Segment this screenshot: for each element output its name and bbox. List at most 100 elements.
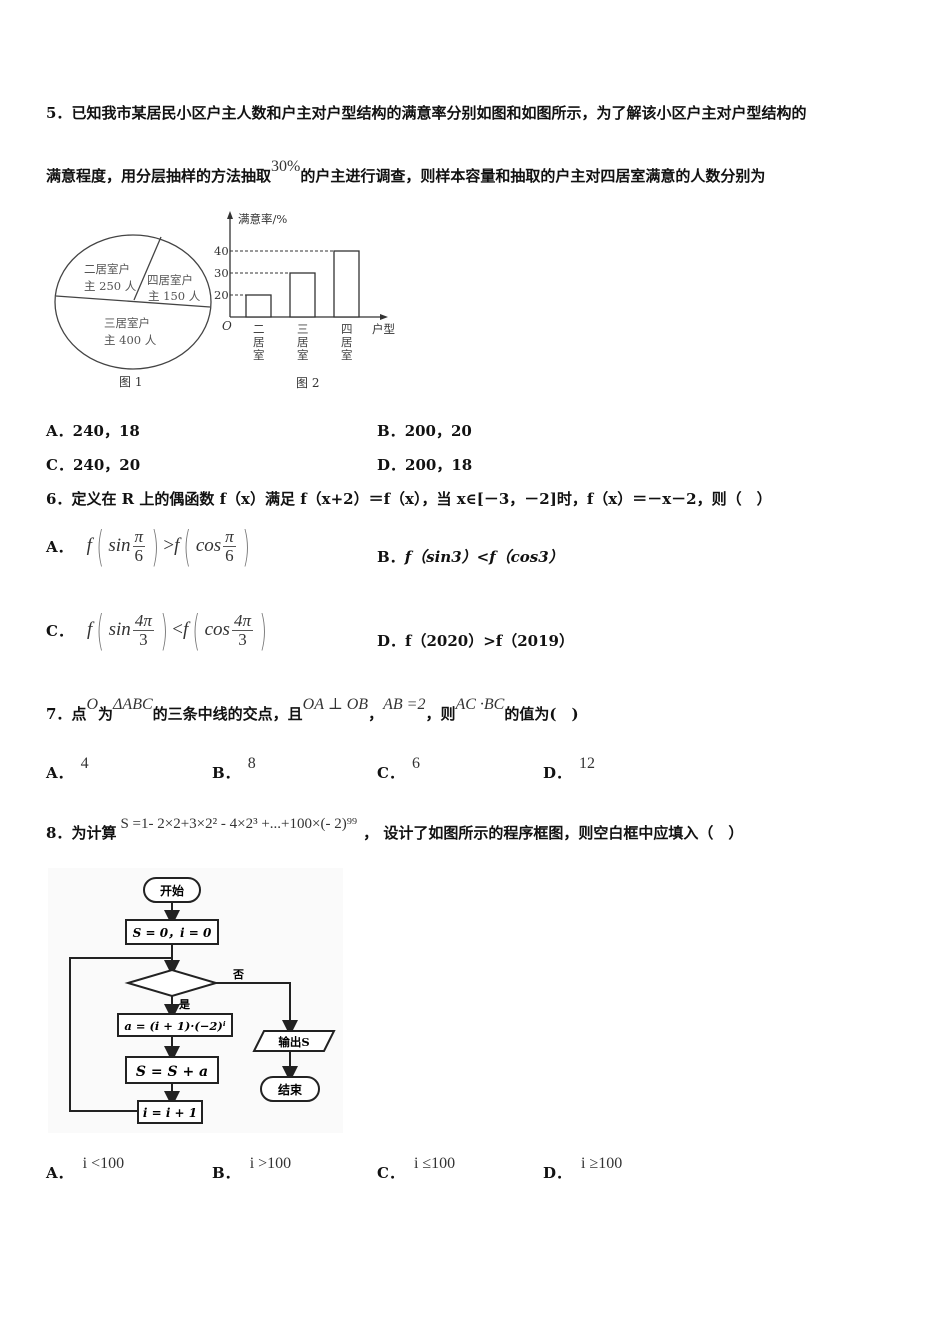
option-text: 200，20: [404, 422, 472, 440]
option-text: f（sin3）<f（cos3）: [404, 548, 564, 566]
q5-option-a[interactable]: A．240，18: [46, 420, 140, 441]
fig1-caption: 图 1: [119, 375, 142, 389]
bar-4room: [333, 250, 360, 318]
q7-option-d[interactable]: D．12: [543, 755, 595, 783]
option-text: 240，18: [72, 422, 140, 440]
pie-label-3room-l2: 主 400 人: [104, 333, 157, 347]
q5-stem-line2-pre: 满意程度，用分层抽样的方法抽取: [46, 167, 272, 185]
option-value: 8: [247, 755, 256, 772]
flow-yes-label: 是: [178, 998, 191, 1011]
q8-option-c[interactable]: C．i ≤100: [377, 1155, 455, 1183]
option-label: C．: [377, 764, 404, 782]
q8-formula: S =1- 2×2+3×2² - 4×2³ +...+100×(- 2)⁹⁹: [120, 816, 358, 832]
pie-label-2room-l2: 主 250 人: [84, 279, 137, 293]
y-axis-arrow-icon: [227, 211, 233, 219]
ytick-40: 40: [214, 244, 229, 258]
option-value: i ≤100: [413, 1155, 456, 1172]
option-text: f（2020）>f（2019）: [405, 632, 574, 650]
q6-option-b[interactable]: B．f（sin3）<f（cos3）: [377, 546, 564, 567]
flow-output: [252, 1030, 336, 1052]
q5-stem-line1: 已知我市某居民小区户主人数和户主对户型结构的满意率分别如图和如图所示，为了解该小…: [71, 104, 807, 122]
q7-text: ，则: [425, 705, 456, 723]
q8-option-b[interactable]: B．i >100: [212, 1155, 291, 1183]
flow-start-text: 开始: [160, 883, 184, 898]
q7-math-o: O: [86, 696, 99, 713]
option-label: D．: [377, 456, 406, 474]
bar-chart-figure2: 满意率/% O 户型 40 30 20 二居室 三居室 四居室 图 2: [214, 211, 395, 390]
pie-label-4room-l2: 主 150 人: [148, 289, 201, 303]
bar-2room: [245, 294, 272, 318]
option-label: A．: [46, 422, 73, 440]
q5-line1: 5．已知我市某居民小区户主人数和户主对户型结构的满意率分别如图和如图所示，为了解…: [46, 102, 806, 123]
option-value: 12: [579, 755, 596, 772]
option-label: A．: [46, 1164, 73, 1182]
q8-text: 为计算: [71, 824, 117, 842]
q8-option-a[interactable]: A． i <100: [46, 1155, 124, 1183]
q7-text: 点: [71, 705, 87, 723]
q5-option-c[interactable]: C．240，20: [46, 454, 140, 475]
q6-stem-text: 定义在 R 上的偶函数 f（x）满足 f（x+2）＝f（x），当 x∈[－3，－…: [71, 490, 772, 508]
option-value: 4: [80, 755, 89, 772]
q8-number: 8．: [46, 824, 72, 842]
q7-math-dot: AC ·BC: [455, 696, 505, 713]
option-label: D．: [377, 632, 406, 650]
flowchart: 开始 S = 0，i = 0 否 是 a = (i + 1)·(−2)ⁱ S =…: [48, 868, 343, 1133]
option-label: C．: [46, 456, 73, 474]
q7-option-b[interactable]: B． 8: [212, 755, 256, 783]
pie-label-4room-l1: 四居室户: [147, 273, 193, 287]
q7-stem: 7．点O为ΔABC的三条中线的交点，且OA ⊥ OB，AB =2，则AC ·BC…: [46, 696, 579, 724]
flow-step-s: [125, 1056, 219, 1084]
origin-label: O: [222, 319, 232, 333]
q6-stem: 6．定义在 R 上的偶函数 f（x）满足 f（x+2）＝f（x），当 x∈[－3…: [46, 488, 772, 509]
flow-end-text: 结束: [278, 1082, 303, 1097]
option-text: 240，20: [72, 456, 141, 474]
q5-option-d[interactable]: D．200，18: [377, 454, 472, 475]
q7-math-perp: OA ⊥ OB: [302, 696, 369, 713]
q7-text: 为: [98, 705, 114, 723]
ytick-20: 20: [214, 288, 229, 302]
flow-step-i-text: i = i + 1: [143, 1106, 197, 1120]
q6-option-d[interactable]: D．f（2020）>f（2019）: [377, 630, 574, 651]
flow-step-a: [117, 1013, 233, 1037]
flow-step-a-text: a = (i + 1)·(−2)ⁱ: [124, 1019, 226, 1033]
q6-number: 6．: [46, 490, 72, 508]
pie-chart-figure1: 二居室户 主 250 人 四居室户 主 150 人 三居室户 主 400 人 图…: [54, 234, 212, 389]
option-label: B．: [377, 548, 405, 566]
q7-text: 的三条中线的交点，且: [152, 705, 303, 723]
q7-text: 的值为( ): [504, 705, 579, 723]
option-label: C．: [46, 621, 73, 640]
q7-math-ab: AB =2: [383, 696, 426, 713]
pie-label-2room-l1: 二居室户: [84, 262, 130, 276]
option-value: 6: [411, 755, 420, 772]
xtick-3room: 三居室: [297, 322, 309, 362]
xtick-2room: 二居室: [253, 322, 265, 362]
q7-option-c[interactable]: C． 6: [377, 755, 420, 783]
flow-end: [260, 1076, 320, 1102]
option-value: i <100: [82, 1155, 125, 1172]
option-text: 200，18: [405, 456, 473, 474]
flow-no-label: 否: [232, 968, 244, 981]
flow-init-text: S = 0，i = 0: [133, 926, 212, 940]
flow-step-i: [137, 1100, 203, 1124]
fig2-caption: 图 2: [296, 376, 319, 390]
xtick-4room: 四居室: [341, 322, 353, 362]
q5-stem-line2-post: 的户主进行调查，则样本容量和抽取的户主对四居室满意的人数分别为: [300, 167, 766, 185]
option-label: B．: [212, 764, 240, 782]
q8-option-d[interactable]: D． i ≥100: [543, 1155, 622, 1183]
option-label: B．: [377, 422, 405, 440]
q7-number: 7．: [46, 705, 72, 723]
q5-number: 5．: [46, 104, 72, 122]
option-value: i ≥100: [581, 1155, 623, 1172]
q7-math-triangle: ΔABC: [113, 696, 153, 713]
flow-init: [125, 919, 219, 945]
q5-option-b[interactable]: B．200，20: [377, 420, 472, 441]
option-label: A．: [46, 537, 73, 556]
option-label: D．: [543, 1164, 572, 1182]
q5-percent: 30%: [271, 158, 301, 175]
q7-option-a[interactable]: A．4: [46, 755, 89, 783]
